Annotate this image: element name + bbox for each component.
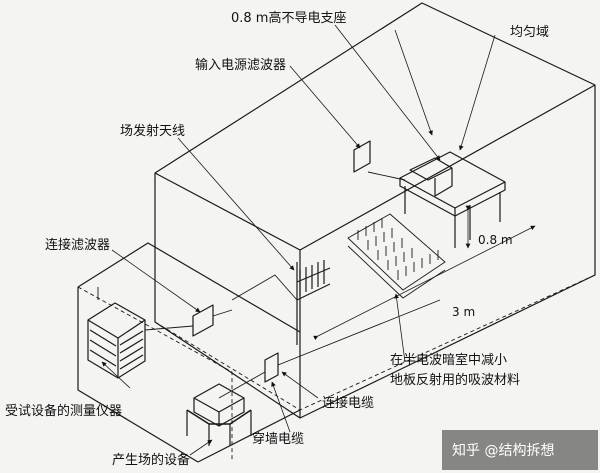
control-room bbox=[77, 242, 301, 463]
leader-lines bbox=[101, 24, 496, 456]
dimension-lines bbox=[313, 205, 536, 341]
label-support: 0.8 m高不导电支座 bbox=[231, 11, 347, 26]
label-input-filter: 输入电源滤波器 bbox=[195, 58, 287, 73]
label-absorber-line2: 地板反射用的吸波材料 bbox=[390, 373, 521, 388]
label-height: 0.8 m bbox=[478, 233, 513, 247]
label-uniform-field: 均匀域 bbox=[510, 25, 550, 40]
label-cable: 连接电缆 bbox=[322, 396, 375, 411]
wall-connectors bbox=[192, 140, 371, 383]
label-generator: 产生场的设备 bbox=[112, 453, 191, 468]
instrument-rack bbox=[87, 302, 146, 379]
floor-absorbers bbox=[347, 213, 446, 299]
label-connect-filter: 连接滤波器 bbox=[45, 238, 111, 253]
label-instrument: 受试设备的测量仪器 bbox=[5, 404, 123, 419]
watermark-backdrop bbox=[442, 430, 598, 470]
label-distance: 3 m bbox=[452, 305, 476, 319]
label-absorber-line1: 在半电波暗室中减小 bbox=[390, 353, 508, 368]
label-wall-cable: 穿墙电缆 bbox=[252, 432, 305, 447]
field-generator bbox=[186, 383, 252, 446]
label-antenna: 场发射天线 bbox=[120, 124, 186, 139]
watermark: 知乎 @结构拆想 bbox=[452, 443, 555, 459]
